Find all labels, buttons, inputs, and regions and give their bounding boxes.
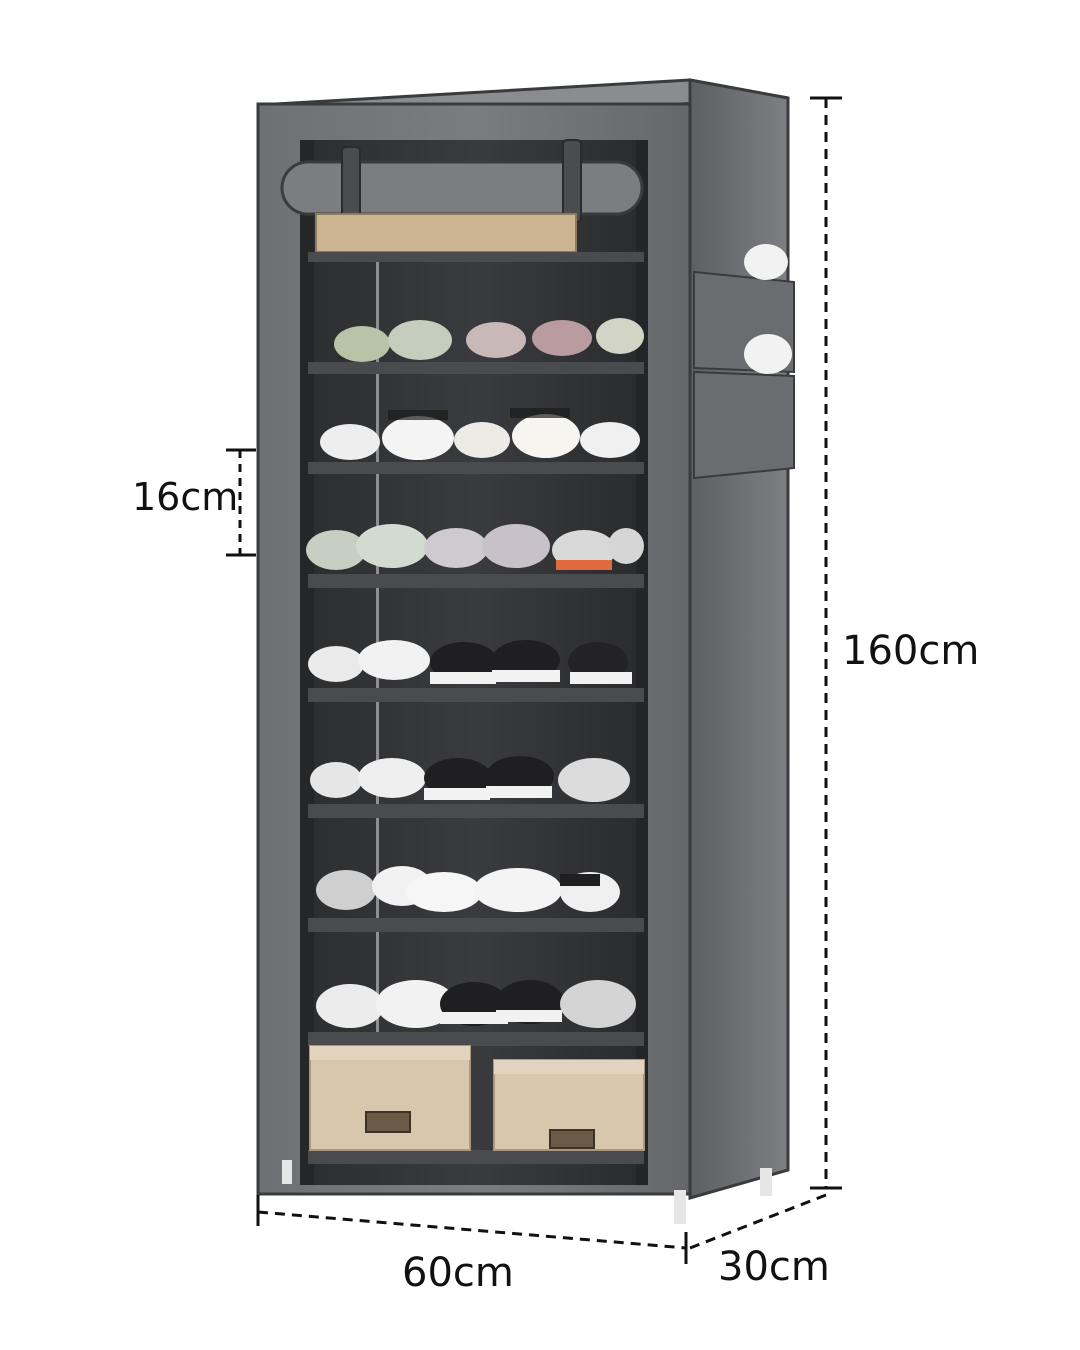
cabinet-leg: [282, 1160, 292, 1184]
shoes-tier-5: [310, 756, 630, 802]
shelf: [308, 804, 644, 818]
shelf: [308, 1032, 644, 1046]
cabinet-leg: [674, 1190, 686, 1224]
shelf: [308, 1150, 644, 1164]
shoes-tier-4: [308, 640, 632, 684]
shelf: [308, 574, 644, 588]
shoes-tier-3: [306, 524, 644, 570]
shelf: [308, 462, 644, 474]
shelf: [308, 918, 644, 932]
cabinet-leg: [760, 1168, 772, 1196]
top-shelf-box: [315, 213, 577, 253]
dimension-label-height: 160cm: [842, 628, 979, 674]
dimension-markers: [226, 96, 842, 1264]
shelves: [308, 252, 644, 1164]
shoes-tier-7: [316, 980, 636, 1028]
shelf: [308, 688, 644, 702]
storage-box-left: [309, 1045, 471, 1151]
shelf: [308, 362, 644, 374]
shoe-rack-cabinet: [256, 78, 795, 1224]
side-pocket-organizer: [693, 244, 795, 480]
dimension-label-width: 60cm: [402, 1250, 514, 1296]
shoes-tier-2: [320, 408, 640, 460]
shoes-tier-6: [316, 866, 620, 912]
storage-box-right: [493, 1059, 645, 1151]
shelf: [308, 252, 644, 262]
dimension-label-shelf-gap: 16cm: [132, 475, 238, 519]
dimension-label-depth: 30cm: [718, 1244, 830, 1290]
shoes-tier-1: [334, 318, 644, 362]
